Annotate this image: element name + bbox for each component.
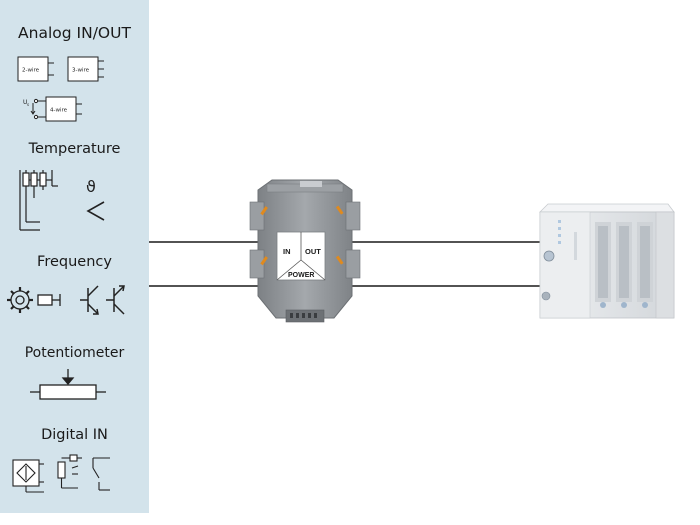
section-title-digital: Digital IN: [41, 427, 108, 443]
thermocouple-icon: ϑ: [86, 177, 105, 221]
analog-2wire-icon: 2-wire: [17, 56, 54, 82]
plc-mode-switch: [543, 250, 555, 262]
transistor-icon-pnp: [106, 285, 125, 315]
label-supply-sub: s: [27, 102, 29, 107]
label-3wire: 3-wire: [72, 68, 90, 74]
dry-contact-icon: [92, 457, 110, 491]
section-title-potentiometer: Potentiometer: [24, 345, 125, 361]
out-label: OUT: [305, 247, 321, 256]
analog-3wire-icon: 3-wire: [67, 56, 104, 82]
terminal-release-levers: [260, 205, 344, 266]
transistor-icon-npn: [80, 285, 99, 315]
plc-cpu-module: [539, 211, 591, 319]
signal-wires: [149, 241, 548, 287]
section-title-analog: Analog IN/OUT: [18, 24, 131, 42]
theta-symbol: ϑ: [86, 177, 96, 196]
section-title-temperature: Temperature: [28, 141, 121, 157]
potentiometer-icon: [30, 369, 106, 400]
power-label: POWER: [288, 272, 314, 279]
signal-types-panel: [0, 0, 149, 513]
signal-conditioner-module: IN OUT POWER: [249, 179, 361, 323]
contact-resistor-icon: [57, 454, 82, 489]
label-4wire: 4-wire: [50, 108, 68, 114]
plc-controller: [539, 203, 675, 319]
in-label: IN: [283, 247, 291, 256]
gear-sensor-icon: [7, 287, 61, 313]
analog-4wire-icon: 4-wire U s: [23, 96, 82, 122]
section-title-frequency: Frequency: [37, 254, 112, 270]
label-supply: U: [23, 99, 27, 106]
rtd-sensor-icon: [19, 170, 58, 231]
proximity-switch-icon: [12, 459, 44, 493]
label-2wire: 2-wire: [22, 68, 40, 74]
